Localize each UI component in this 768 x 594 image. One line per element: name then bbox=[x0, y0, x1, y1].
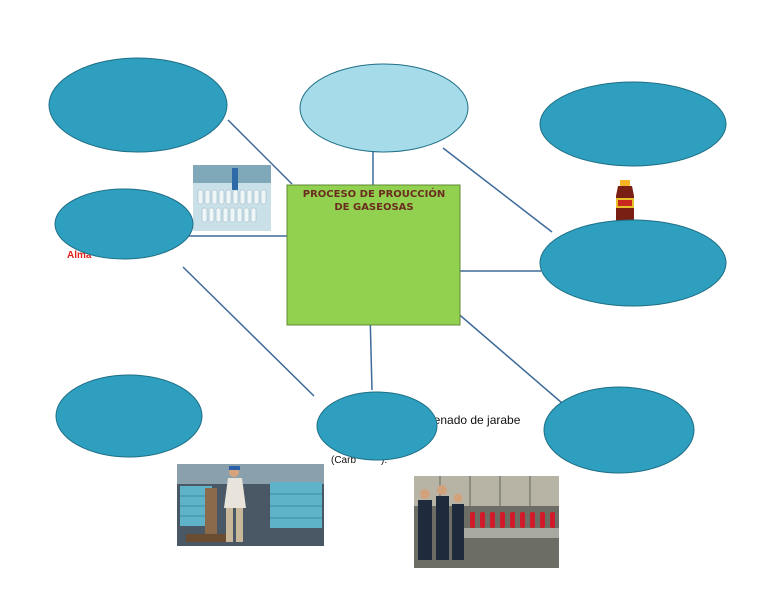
node-bottom-center bbox=[316, 391, 438, 461]
node-top-center bbox=[299, 63, 469, 153]
paren-text-fragment: (Carb ). bbox=[331, 455, 387, 466]
node-top-left bbox=[48, 57, 228, 153]
red-text-fragment: Alma bbox=[67, 250, 92, 261]
center-box-title: PROCESO DE PROUCCIÓN DE GASEOSAS bbox=[302, 189, 446, 213]
soda-bottle-picture bbox=[616, 180, 634, 222]
node-middle-right bbox=[539, 219, 727, 307]
nodes bbox=[48, 57, 727, 474]
warehouse-worker-photo bbox=[177, 464, 324, 546]
connector-top-left bbox=[227, 119, 293, 185]
connector-top-right bbox=[442, 147, 553, 233]
node-bottom-left bbox=[55, 374, 203, 458]
filling-text-fragment: lenado de jarabe bbox=[431, 413, 521, 427]
node-bottom-right bbox=[543, 386, 695, 474]
bottling-plant-workers-photo bbox=[414, 476, 559, 568]
node-top-right bbox=[539, 81, 727, 167]
connector-lower-left bbox=[182, 266, 315, 397]
bottling-line-photo bbox=[193, 165, 271, 231]
node-middle-left bbox=[54, 188, 194, 260]
center-box bbox=[286, 184, 461, 326]
